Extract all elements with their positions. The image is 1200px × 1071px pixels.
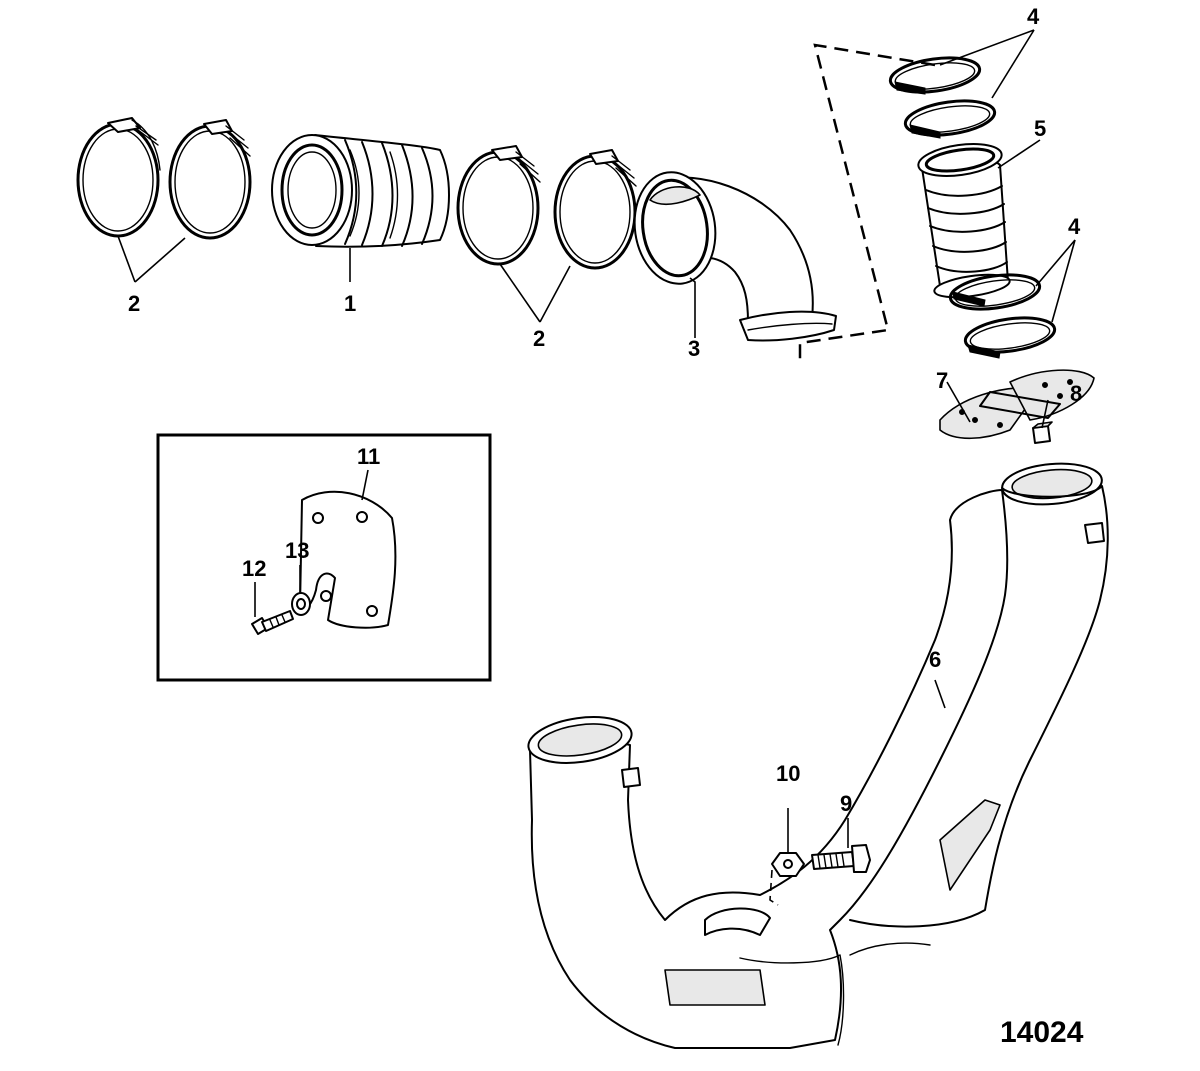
hose-clamp-left-2 <box>168 119 252 240</box>
hose-clamp-middle-2 <box>553 149 637 270</box>
callout-2-middle: 2 <box>533 326 545 351</box>
figure-id: 14024 <box>1000 1016 1084 1049</box>
callout-6: 6 <box>929 647 941 672</box>
callout-9: 9 <box>840 791 852 816</box>
connector-hose <box>917 143 1011 299</box>
exhaust-y-pipe <box>527 462 1109 1049</box>
detail-inset-frame <box>156 433 492 682</box>
callout-13: 13 <box>285 538 309 563</box>
callout-10: 10 <box>776 761 800 786</box>
hose-clamp-left-1 <box>76 117 161 238</box>
nut-leader-dashed <box>769 869 779 906</box>
callout-8: 8 <box>1070 381 1082 406</box>
callout-7: 7 <box>936 368 948 393</box>
flapper-valve <box>939 369 1095 440</box>
hex-nut-10 <box>771 852 805 877</box>
bolt-9 <box>811 844 871 873</box>
callout-11: 11 <box>357 444 380 469</box>
washer-13 <box>291 592 311 616</box>
hose-clamp-right-top-1 <box>888 56 982 95</box>
callout-2-left: 2 <box>128 291 140 316</box>
callout-4-bottom: 4 <box>1068 214 1081 239</box>
mounting-plate <box>299 490 397 629</box>
hose-clamp-right-bottom-1 <box>948 273 1042 311</box>
callout-1: 1 <box>344 291 356 316</box>
leader-lines <box>117 29 1076 852</box>
callout-3: 3 <box>688 336 700 361</box>
bellows-hose <box>271 134 450 248</box>
callout-12: 12 <box>242 556 266 581</box>
hose-clamp-right-bottom-2 <box>963 316 1057 359</box>
dashed-group-bracket <box>798 43 936 366</box>
hose-clamp-middle-1 <box>456 145 541 266</box>
exhaust-elbow <box>633 171 837 342</box>
bolt-12 <box>251 610 294 635</box>
callout-5: 5 <box>1034 116 1046 141</box>
hose-clamp-right-top-2 <box>903 99 997 139</box>
callout-4-top: 4 <box>1027 4 1040 29</box>
